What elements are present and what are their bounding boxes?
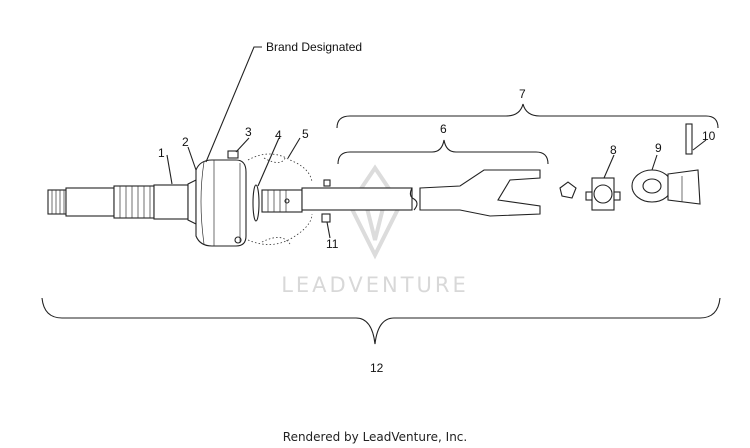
leader-lines	[166, 46, 707, 239]
callout-3: 3	[245, 125, 252, 139]
footer-credit: Rendered by LeadVenture, Inc.	[282, 430, 468, 444]
callout-12: 12	[370, 361, 384, 375]
brand-designated-label: Brand Designated	[266, 40, 362, 54]
brace-7	[336, 103, 719, 129]
callout-11: 11	[326, 237, 339, 251]
callout-9: 9	[655, 141, 662, 155]
callout-7: 7	[519, 87, 526, 101]
callout-5: 5	[302, 127, 309, 141]
brace-6	[337, 139, 549, 165]
clamp-part-3	[227, 150, 239, 159]
callout-4: 4	[275, 128, 282, 142]
boot-part-5	[247, 153, 313, 245]
yoke-part-9	[631, 169, 701, 205]
pin-part-10	[685, 123, 693, 155]
callout-8: 8	[610, 143, 617, 157]
callout-6: 6	[440, 122, 447, 136]
axle-shaft-spline	[47, 179, 197, 225]
brace-12	[41, 297, 721, 345]
pin-part-11	[321, 213, 331, 223]
inner-shaft-part-6	[261, 169, 541, 217]
ring-part-4	[252, 184, 260, 222]
watermark-text: LEADVENTURE	[281, 273, 469, 297]
watermark-logo	[347, 164, 403, 260]
callout-10: 10	[702, 129, 716, 143]
spider-part-8	[559, 177, 621, 211]
callout-2: 2	[182, 135, 189, 149]
cv-joint-housing	[195, 159, 247, 247]
callout-1: 1	[158, 146, 165, 160]
